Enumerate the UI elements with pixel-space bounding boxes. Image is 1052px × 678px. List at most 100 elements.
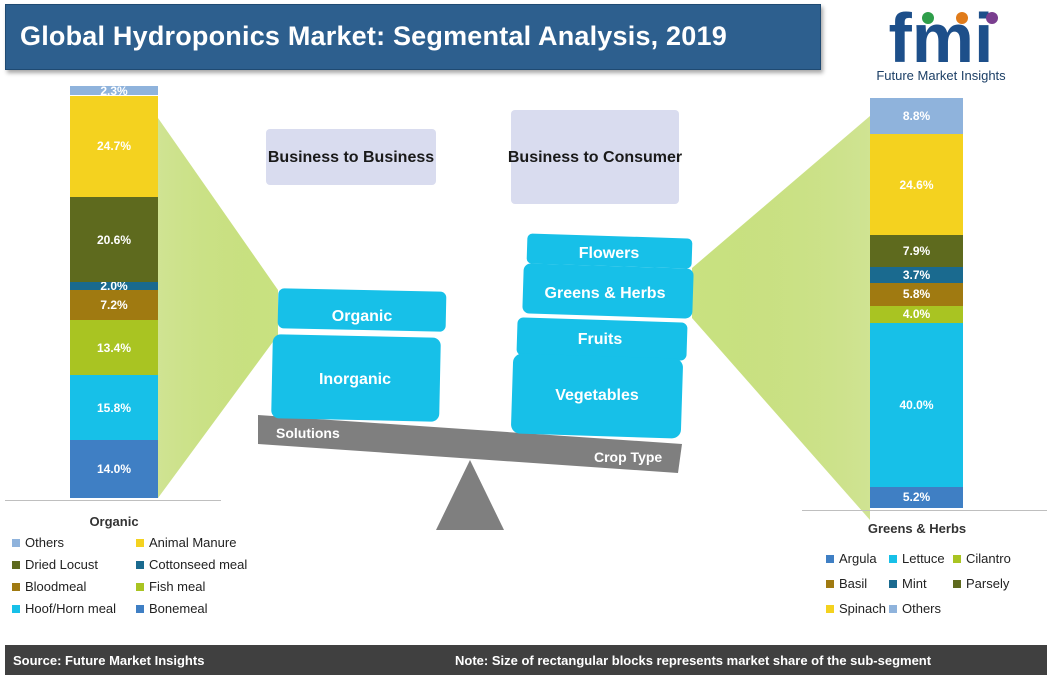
organic-segment-label: 2.0% [100, 279, 128, 294]
greens-herbs-segment-spinach: 24.6% [870, 134, 963, 235]
greens-herbs-axis-line [802, 510, 1047, 511]
organic-legend-label: Dried Locust [25, 557, 98, 572]
organic-legend-label: Others [25, 535, 65, 550]
organic-segment-hoof-horn-meal: 15.8% [70, 375, 158, 441]
block-fruits-shape [516, 317, 688, 361]
organic-legend-item: Animal Manure [136, 535, 236, 550]
block-inorganic-label: Inorganic [319, 371, 391, 388]
greens-herbs-legend-label: Others [902, 601, 942, 616]
greens-herbs-legend-item: Mint [889, 576, 927, 591]
organic-legend-swatch [136, 538, 144, 547]
right-funnel [692, 116, 870, 520]
organic-segment-label: 14.0% [96, 462, 132, 477]
greens-herbs-legend-swatch [826, 579, 834, 588]
greens-herbs-legend-label: Parsely [966, 576, 1010, 591]
b2c-label: Business to Consumer [508, 110, 682, 204]
seesaw-beam [258, 415, 682, 473]
greens-herbs-segment-lettuce: 40.0% [870, 322, 963, 487]
organic-legend-label: Fish meal [149, 579, 206, 594]
organic-legend-item: Bloodmeal [12, 579, 86, 594]
organic-segment-bloodmeal: 7.2% [70, 290, 158, 321]
block-fruits-label: Fruits [578, 331, 623, 348]
greens-herbs-legend-item: Spinach [826, 601, 886, 616]
greens-herbs-legend-item: Basil [826, 576, 867, 591]
greens-herbs-legend-label: Basil [839, 576, 868, 591]
globe-icon [922, 12, 934, 24]
block-flowers-shape [526, 233, 693, 269]
organic-segment-label: 7.2% [100, 298, 128, 313]
organic-legend-item: Dried Locust [12, 557, 98, 572]
greens-herbs-legend-swatch [889, 554, 897, 563]
organic-legend-label: Bloodmeal [25, 579, 87, 594]
greens-herbs-segment-label: 4.0% [902, 307, 931, 322]
greens-herbs-legend-item: Cilantro [953, 551, 1011, 566]
organic-segment-label: 15.8% [96, 400, 132, 415]
block-fruits: Fruits [516, 317, 688, 361]
organic-legend-label: Hoof/Horn meal [25, 601, 117, 616]
b2b-label: Business to Business [266, 129, 436, 185]
organic-segment-others: 2.3% [70, 83, 158, 98]
left-funnel [158, 118, 278, 498]
block-greens-herbs: Greens & Herbs [522, 263, 694, 319]
organic-segment-animal-manure: 24.7% [70, 95, 158, 198]
greens-herbs-legend-label: Cilantro [966, 551, 1011, 566]
fmi-logo: fmi Future Market Insights [866, 0, 1016, 86]
block-flowers: Flowers [526, 233, 693, 269]
greens-herbs-segment-label: 24.6% [899, 177, 934, 192]
logo-letters: fmi [889, 6, 994, 68]
organic-segment-dried-locust: 20.6% [70, 197, 158, 283]
organic-legend-item: Others [12, 535, 64, 550]
greens-herbs-legend-swatch [953, 579, 961, 588]
block-greens-herbs-shape [522, 263, 694, 319]
organic-legend-swatch [12, 560, 20, 569]
organic-segment-label: 2.3% [100, 83, 128, 98]
organic-legend-item: Bonemeal [136, 601, 208, 616]
footer-note: Note: Size of rectangular blocks represe… [455, 653, 932, 668]
greens-herbs-legend-item: Lettuce [889, 551, 945, 566]
greens-herbs-legend-swatch [953, 554, 961, 563]
organic-legend-swatch [136, 582, 144, 591]
greens-herbs-segment-others: 8.8% [870, 98, 963, 135]
block-organic-label: Organic [332, 308, 393, 325]
block-vegetables-label: Vegetables [555, 387, 639, 404]
footer-source: Source: Future Market Insights [13, 653, 205, 668]
organic-legend-swatch [12, 582, 20, 591]
block-organic: Organic [277, 288, 447, 332]
fmi-logo-graphic: fmi [889, 0, 998, 77]
greens-herbs-segment-argula: 5.2% [870, 486, 963, 508]
greens-herbs-legend-label: Spinach [839, 601, 886, 616]
greens-herbs-segment-label: 8.8% [902, 109, 931, 124]
chart-title: Global Hydroponics Market: Segmental Ana… [20, 21, 727, 51]
beam-solutions-label: Solutions [276, 425, 340, 441]
block-organic-shape [277, 288, 447, 332]
greens-herbs-axis-label: Greens & Herbs [867, 521, 967, 536]
organic-legend-label: Animal Manure [149, 535, 237, 550]
organic-segment-label: 13.4% [96, 340, 132, 355]
figure-icon [956, 12, 968, 24]
greens-herbs-segment-basil: 5.8% [870, 282, 963, 307]
organic-segment-fish-meal: 13.4% [70, 320, 158, 376]
logo-caption: Future Market Insights [876, 68, 1006, 83]
seesaw-fulcrum [436, 460, 504, 530]
block-inorganic: Inorganic [271, 334, 441, 422]
organic-legend-label: Cottonseed meal [149, 557, 248, 572]
greens-herbs-segment-label: 3.7% [902, 267, 931, 282]
greens-herbs-legend-item: Parsely [953, 576, 1009, 591]
title-bar: Global Hydroponics Market: Segmental Ana… [5, 4, 821, 70]
greens-herbs-legend-swatch [889, 604, 897, 613]
greens-herbs-segment-label: 7.9% [902, 244, 931, 259]
organic-segment-cottonseed-meal: 2.0% [70, 279, 158, 294]
organic-axis-label: Organic [89, 514, 139, 529]
beam-crop-type-label: Crop Type [594, 449, 662, 465]
greens-herbs-segment-label: 5.8% [902, 287, 931, 302]
greens-herbs-legend-label: Argula [839, 551, 877, 566]
greens-herbs-legend-swatch [889, 579, 897, 588]
organic-legend-item: Cottonseed meal [136, 557, 247, 572]
organic-stacked-bar: 14.0% 15.8% 13.4% 7.2% 2.0%20.6%24.7%2.3% [70, 83, 158, 498]
greens-herbs-segment-parsely: 7.9% [870, 234, 963, 268]
block-inorganic-shape [271, 334, 441, 422]
greens-herbs-legend-item: Others [889, 601, 941, 616]
